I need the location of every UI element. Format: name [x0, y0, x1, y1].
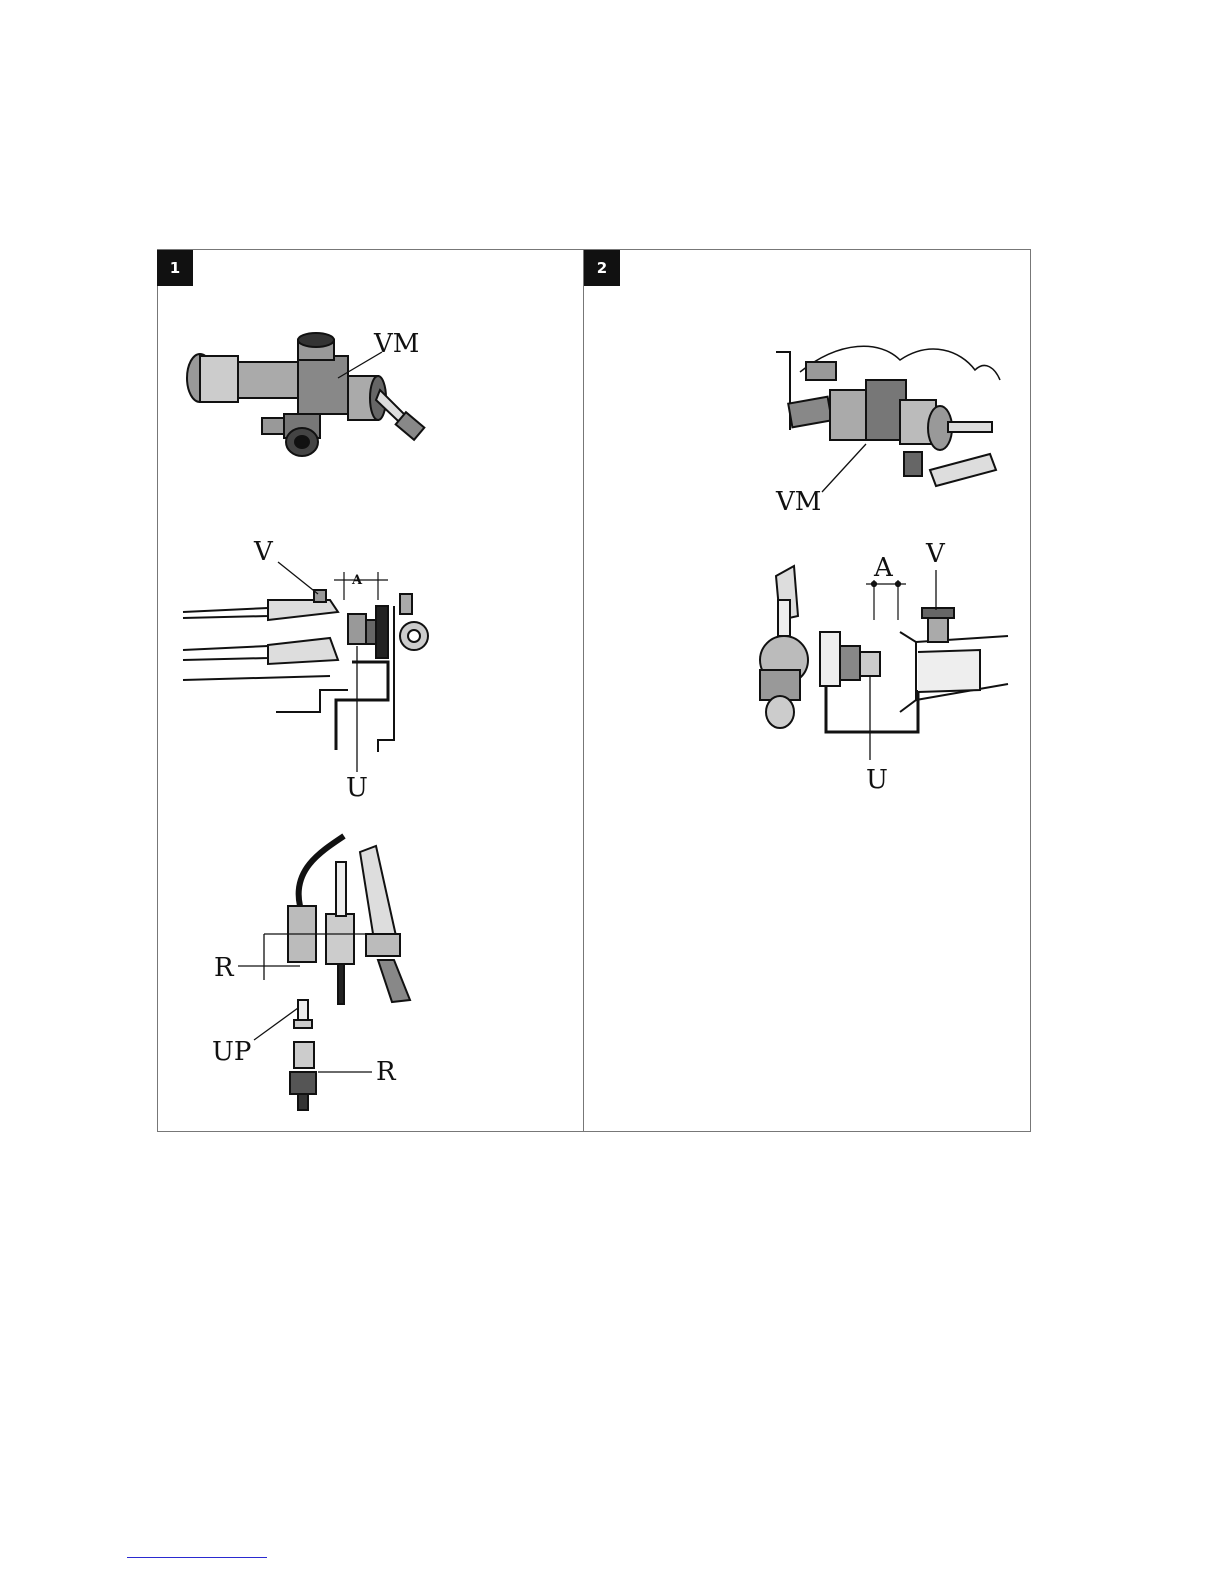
p2-a-label: A: [873, 553, 894, 583]
p1-vm-label: VM: [373, 329, 419, 359]
p1-v-label: V: [253, 537, 274, 567]
p2-vm-leader: [822, 444, 866, 492]
p2-dimension-a: [866, 580, 906, 620]
p1-burner-drawing: [183, 590, 428, 752]
p1-r-top-label: R: [214, 953, 235, 983]
footer-link-underline: [127, 1557, 267, 1558]
p2-u-label: U: [866, 765, 888, 795]
p2-vm-label: VM: [775, 487, 821, 517]
p1-u-label: U: [346, 773, 368, 803]
p2-burner-drawing: [760, 566, 1008, 732]
p1-up-label: UP: [212, 1037, 251, 1067]
p1-up-leader: [254, 1008, 298, 1040]
p2-v-label: V: [925, 539, 946, 569]
p2-valve-drawing: [776, 346, 1000, 486]
p1-r-bottom-label: R: [376, 1057, 397, 1087]
p1-v-leader: [278, 562, 318, 594]
p1-a-label: A: [351, 573, 363, 588]
